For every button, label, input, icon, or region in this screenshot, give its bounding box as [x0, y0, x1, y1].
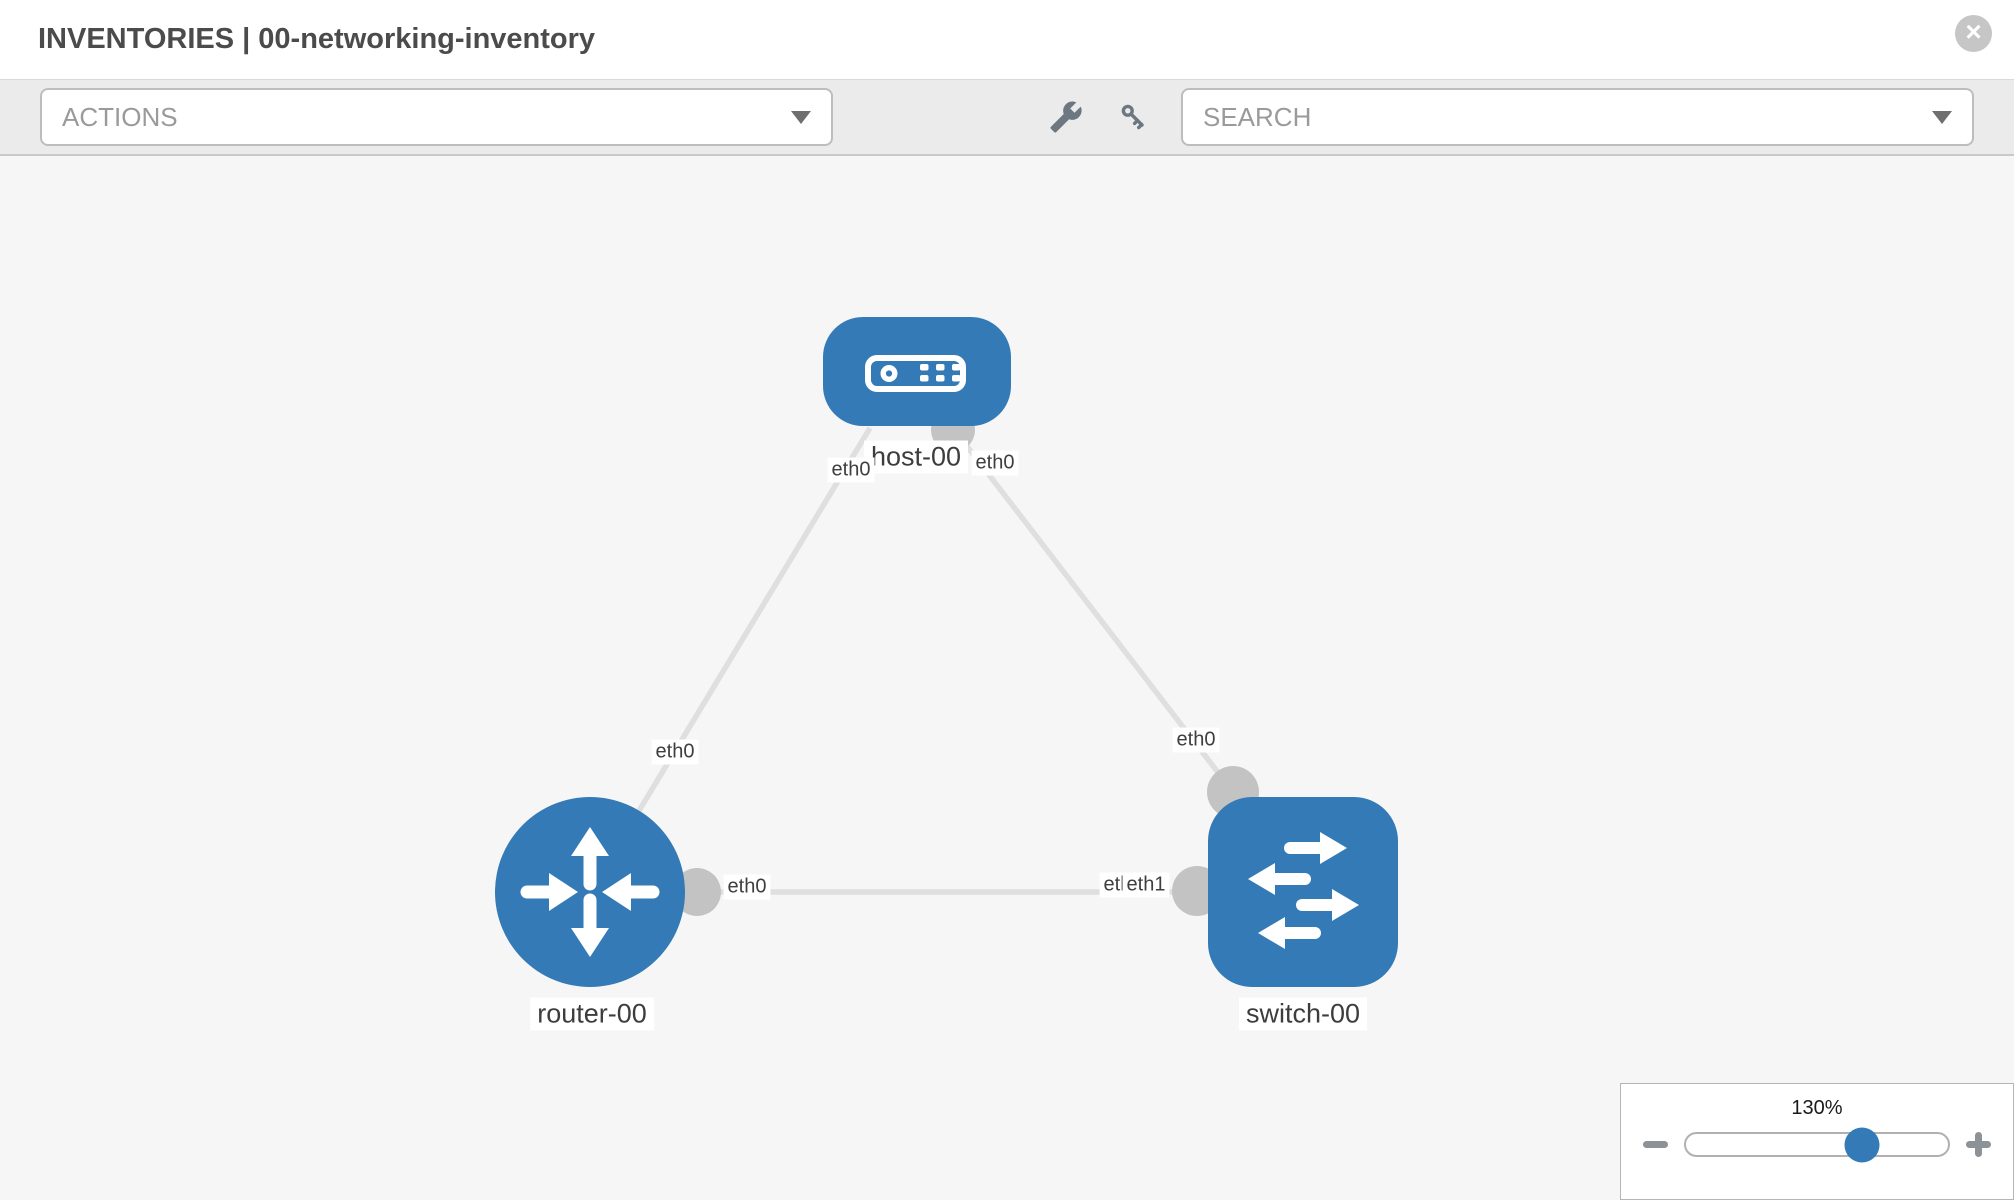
actions-dropdown-label: ACTIONS — [62, 101, 178, 132]
caret-down-icon[interactable] — [1932, 110, 1952, 124]
search-dropdown[interactable] — [1181, 88, 1974, 146]
port-label-host-eth0-right: eth0 — [971, 450, 1019, 476]
topology-canvas[interactable]: host-00 router-00 switch-00 eth0 eth0 et… — [0, 156, 2014, 1200]
port-label-switch-eth1-left: eth1 — [1122, 872, 1170, 898]
close-button[interactable]: × — [1955, 15, 1992, 52]
port-label-router-eth0-right: eth0 — [723, 874, 771, 900]
plus-icon — [1975, 1132, 1982, 1157]
header: INVENTORIES | 00-networking-inventory × — [0, 0, 2014, 80]
wrench-button[interactable] — [1049, 100, 1083, 134]
node-label-switch: switch-00 — [1238, 997, 1368, 1031]
zoom-level: 130% — [1791, 1097, 1843, 1119]
actions-dropdown[interactable]: ACTIONS — [40, 88, 833, 146]
port-connector — [673, 868, 721, 916]
port-label-host-eth0-left: eth0 — [827, 457, 875, 483]
node-label-router: router-00 — [530, 997, 654, 1031]
wrench-icon — [1050, 101, 1082, 133]
toolbar: ACTIONS — [0, 80, 2014, 156]
page-title: INVENTORIES | 00-networking-inventory — [38, 23, 596, 55]
key-button[interactable] — [1117, 100, 1151, 134]
host-icon — [865, 355, 966, 392]
switch-icon — [1248, 832, 1359, 949]
zoom-slider-thumb[interactable] — [1844, 1127, 1880, 1162]
node-label-host: host-00 — [863, 440, 969, 474]
search-input[interactable] — [1203, 90, 1932, 144]
node-host[interactable] — [823, 317, 1011, 426]
minus-icon — [1643, 1141, 1668, 1148]
toolbar-icons — [1049, 100, 1151, 134]
zoom-slider[interactable] — [1684, 1127, 1950, 1162]
close-icon: × — [1965, 16, 1982, 47]
node-switch[interactable] — [1208, 797, 1398, 987]
port-label-router-eth0-top: eth0 — [651, 739, 699, 765]
zoom-panel: 130% — [1620, 1083, 2014, 1200]
caret-down-icon — [791, 110, 811, 124]
key-icon — [1121, 104, 1144, 130]
zoom-in-button[interactable] — [1966, 1132, 1991, 1157]
router-icon — [520, 827, 660, 957]
zoom-out-button[interactable] — [1643, 1132, 1668, 1157]
port-label-switch-eth0-top: eth0 — [1172, 727, 1220, 753]
node-router[interactable] — [495, 797, 685, 987]
